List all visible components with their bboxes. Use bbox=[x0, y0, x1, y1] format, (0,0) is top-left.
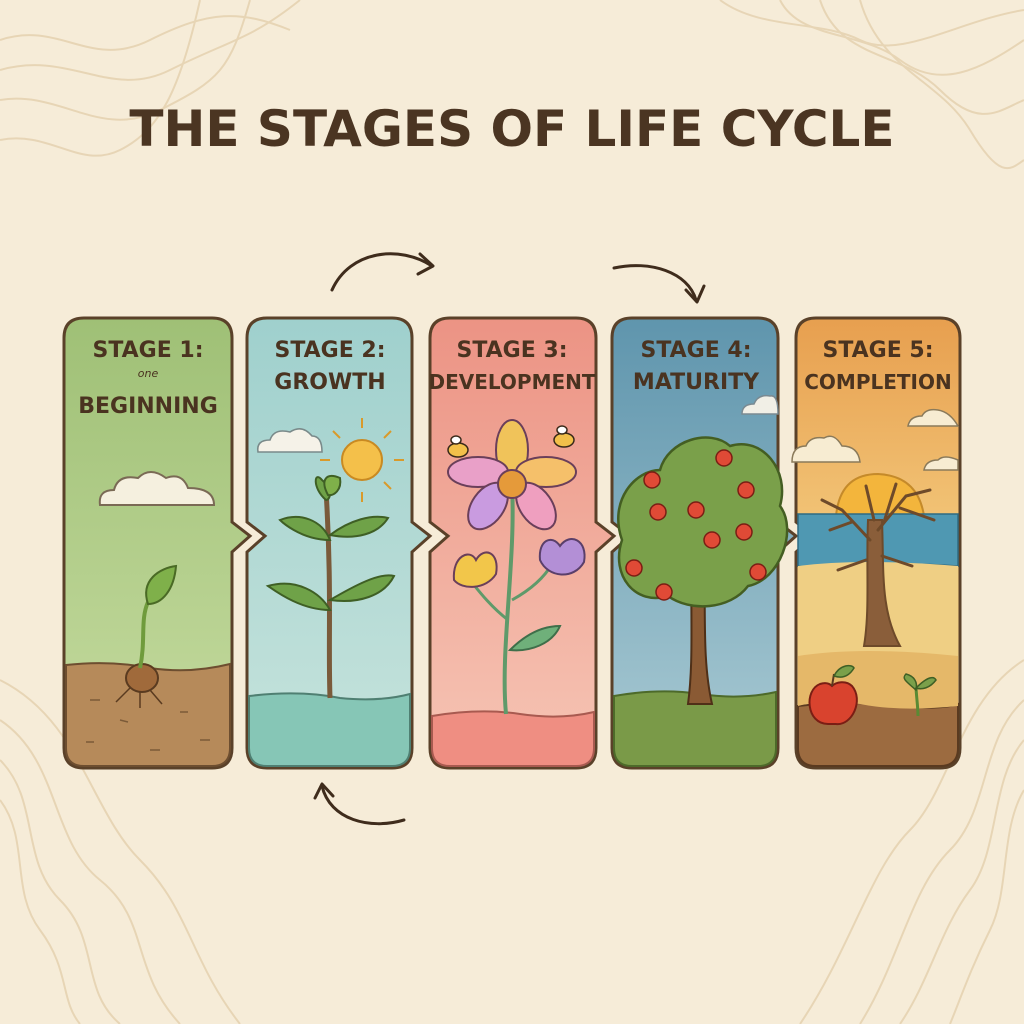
stage-1-panel bbox=[62, 316, 253, 770]
stage-5-panel bbox=[791, 316, 962, 770]
stage-3-title: DEVELOPMENT bbox=[428, 370, 595, 394]
ground bbox=[248, 692, 411, 767]
cloud-icon bbox=[923, 456, 959, 471]
stage-4-panel bbox=[610, 316, 799, 770]
ground bbox=[613, 690, 777, 767]
cloud-icon bbox=[256, 428, 323, 453]
arrow-top-right-head bbox=[684, 284, 706, 304]
stage-5-title: COMPLETION bbox=[804, 370, 951, 394]
apple-tree-icon bbox=[617, 436, 789, 705]
arrow-top-left-head bbox=[416, 252, 435, 276]
soil bbox=[65, 662, 231, 767]
cloud-icon bbox=[907, 408, 960, 427]
arrow-top-right bbox=[612, 264, 698, 302]
cycle-arrows bbox=[313, 252, 706, 826]
cloud-icon bbox=[741, 394, 779, 415]
stage-2-panel bbox=[245, 316, 433, 770]
page-title: THE STAGES OF LIFE CYCLE bbox=[129, 100, 894, 158]
sprout-icon bbox=[903, 673, 937, 717]
cloud-icon bbox=[98, 471, 216, 506]
arrow-bottom-head bbox=[313, 782, 335, 800]
apple-icon bbox=[808, 664, 858, 726]
sun-setting bbox=[834, 472, 926, 517]
stage-1-scribble: one bbox=[138, 367, 159, 380]
arrow-bottom bbox=[320, 784, 406, 826]
bare-tree-icon bbox=[820, 482, 936, 647]
bee-icon bbox=[447, 425, 575, 458]
stage-3-number: STAGE 3: bbox=[456, 338, 567, 363]
stage-3-panel bbox=[428, 316, 617, 770]
stage-2-number: STAGE 2: bbox=[274, 338, 385, 363]
stage-4-number: STAGE 4: bbox=[640, 338, 751, 363]
young-plant-icon bbox=[265, 475, 396, 699]
stage-5-number: STAGE 5: bbox=[822, 338, 933, 363]
stage-2-title: GROWTH bbox=[274, 370, 385, 395]
ground bbox=[431, 710, 595, 767]
stage-4-title: MATURITY bbox=[633, 370, 760, 395]
cloud-icon bbox=[791, 435, 861, 463]
seed-sprout-icon bbox=[115, 564, 178, 708]
arrow-top-left bbox=[330, 252, 434, 292]
flowers-icon bbox=[447, 419, 586, 715]
stage-1-number: STAGE 1: bbox=[92, 338, 203, 363]
stage-1-title: BEGINNING bbox=[78, 394, 218, 419]
